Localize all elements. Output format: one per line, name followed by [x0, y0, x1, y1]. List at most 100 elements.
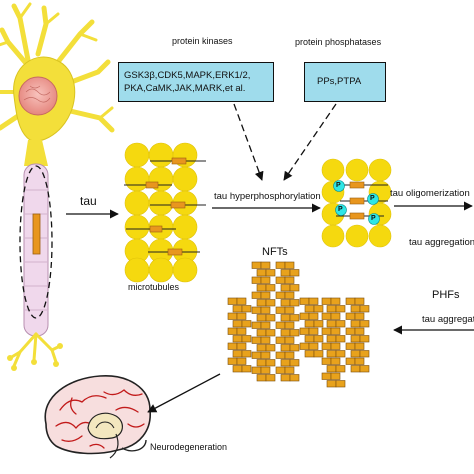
phospho-marker: P: [338, 206, 343, 213]
nft-brick: [275, 336, 286, 344]
nft-brick: [308, 342, 319, 350]
nft-brick: [260, 351, 271, 359]
nft-brick: [350, 365, 361, 373]
label-protein-kinases: protein kinases: [172, 36, 233, 46]
nft-brick: [260, 306, 271, 314]
nft-brick: [260, 321, 271, 329]
nft-brick: [299, 327, 310, 335]
phosphatases-line-1: PPs,PTPA: [317, 76, 362, 87]
nft-brick: [260, 291, 271, 299]
nft-brick: [256, 314, 267, 322]
nft-brick: [359, 305, 370, 313]
label-protein-phosphatases: protein phosphatases: [295, 37, 382, 47]
nft-brick: [256, 374, 267, 382]
nft-brick: [299, 342, 310, 350]
nft-brick: [251, 291, 262, 299]
nft-brick: [256, 344, 267, 352]
neuron-illustration: [0, 2, 115, 371]
nft-brick: [251, 306, 262, 314]
nft-brick: [265, 284, 276, 292]
nft-brick: [350, 335, 361, 343]
nft-brick: [350, 350, 361, 358]
nft-brick: [232, 350, 243, 358]
nft-brick: [289, 314, 300, 322]
pathway-arrows: [66, 103, 474, 413]
nft-brick: [227, 357, 238, 365]
nft-brick: [289, 269, 300, 277]
arrow-to-neurodegeneration: [147, 373, 221, 413]
label-tau-hyperphosphorylation: tau hyperphosphorylation: [214, 191, 321, 202]
nft-brick: [227, 327, 238, 335]
label-tau-aggregation-right: tau aggregation: [409, 237, 474, 248]
nft-brick: [313, 320, 324, 328]
nft-brick: [275, 366, 286, 374]
nft-brick: [326, 335, 337, 343]
nft-brick: [260, 366, 271, 374]
nft-brick: [256, 329, 267, 337]
nft-brick: [289, 329, 300, 337]
nft-brick: [335, 350, 346, 358]
nft-brick: [265, 269, 276, 277]
nft-brick: [326, 350, 337, 358]
nft-brick: [227, 342, 238, 350]
nft-brick: [260, 276, 271, 284]
nft-brick: [330, 312, 341, 320]
nft-brick: [251, 321, 262, 329]
nft-brick: [227, 312, 238, 320]
label-phfs: PHFs: [432, 289, 460, 301]
nft-brick: [260, 336, 271, 344]
nft-brick: [354, 297, 365, 305]
nft-brick: [313, 335, 324, 343]
nft-brick: [359, 320, 370, 328]
nft-brick: [265, 344, 276, 352]
nft-brick: [241, 320, 252, 328]
label-tau: tau: [80, 194, 97, 208]
nft-brick: [354, 327, 365, 335]
nft-brick: [260, 261, 271, 269]
nft-brick: [232, 365, 243, 373]
nft-brick: [280, 344, 291, 352]
nft-brick: [284, 306, 295, 314]
nft-brick: [321, 327, 332, 335]
nft-brick: [304, 335, 315, 343]
nft-brick: [345, 297, 356, 305]
nft-brick: [275, 276, 286, 284]
nft-brick: [284, 261, 295, 269]
nft-brick: [345, 327, 356, 335]
nft-brick: [284, 321, 295, 329]
nft-brick: [275, 291, 286, 299]
nft-brick: [236, 312, 247, 320]
nft-brick: [251, 351, 262, 359]
nft-brick: [330, 357, 341, 365]
nft-brick: [275, 261, 286, 269]
kinases-box: GSK3β,CDK5,MAPK,ERK1/2, PKA,CaMK,JAK,MAR…: [118, 62, 274, 102]
nft-brick: [284, 336, 295, 344]
nft-brick: [241, 305, 252, 313]
nft-brick: [251, 276, 262, 284]
nft-brick: [321, 357, 332, 365]
phospho-marker: P: [371, 215, 376, 222]
nft-brick: [241, 350, 252, 358]
phospho-marker: P: [336, 182, 341, 189]
nft-brick: [313, 350, 324, 358]
nft-brick: [326, 320, 337, 328]
nft-brick: [308, 327, 319, 335]
nft-brick: [304, 305, 315, 313]
nft-brick: [241, 335, 252, 343]
nft-brick: [359, 335, 370, 343]
nft-brick: [289, 344, 300, 352]
nft-brick: [256, 269, 267, 277]
brain-illustration: [44, 375, 151, 459]
nft-brick: [345, 312, 356, 320]
microtubules-with-tau: [124, 142, 206, 283]
nft-brick: [299, 297, 310, 305]
nft-brick: [280, 284, 291, 292]
nft-brick: [236, 342, 247, 350]
nft-brick: [265, 374, 276, 382]
arrow-phosphatases: [283, 103, 337, 181]
nft-brick: [232, 335, 243, 343]
hyperphosphorylated-tau: [321, 158, 392, 248]
nft-brick: [335, 320, 346, 328]
